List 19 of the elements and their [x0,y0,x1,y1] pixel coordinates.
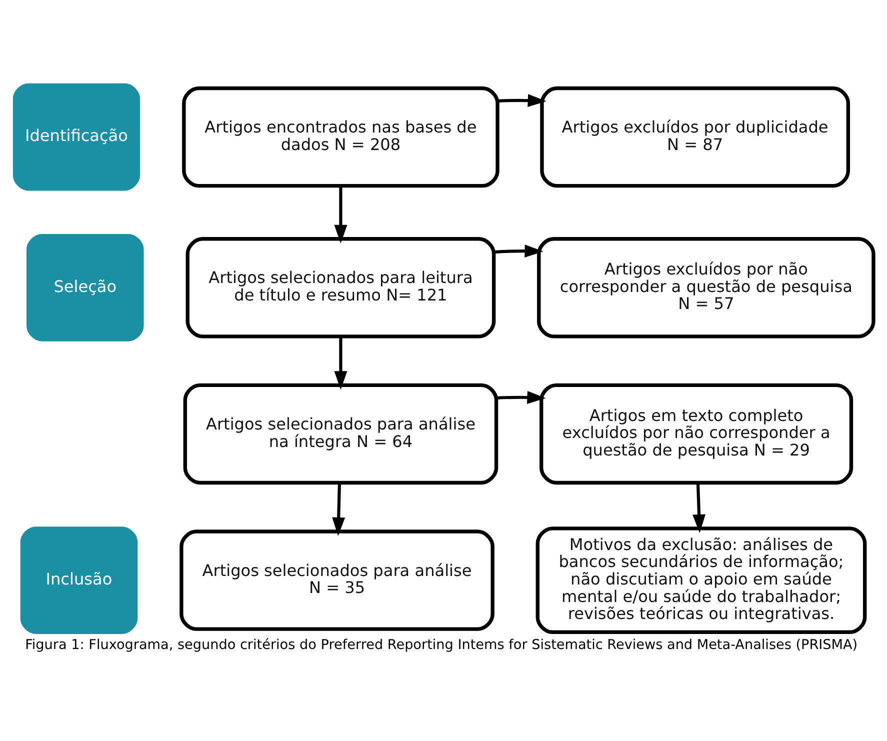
node-box: Artigos selecionados para análise na íntegra N = 64 [183,382,498,484]
node-box: Artigos selecionados para análise N = 35 [180,529,494,630]
node-box: Artigos em texto completo excluídos por não corresponder a questão de pesquisa N = 29 [540,382,854,484]
node-box: Artigos selecionados para leitura de título e resumo N= 121 [186,236,496,338]
node-box: Identificação [12,82,140,190]
node-box: Artigos excluídos por não corresponder a questão de pesquisa N = 57 [537,236,876,338]
caption: Figura 1: Fluxograma, segundo critérios do Preferred Reporting Intems for Sistematic Reviews and Meta-Analises (PRISMA) [25,636,858,653]
arrow [334,185,348,243]
arrow [332,482,346,536]
node-box: Motivos da exclusão: análises de bancos secundários de informação; não discutiam o apoio em saúde mental e/ou saúde do trabalhador; revisões teóricas ou integrativas. [536,526,867,634]
arrow [494,244,544,258]
arrow [334,336,348,390]
node-box: Artigos excluídos por duplicidade N = 87 [540,86,850,188]
node-box: Seleção [26,233,144,341]
node-box: Artigos encontrados nas bases de dados N = 208 [182,86,500,188]
node-box: Inclusão [20,526,138,634]
arrow [692,482,706,533]
arrow [498,94,546,107]
arrow [496,390,546,404]
